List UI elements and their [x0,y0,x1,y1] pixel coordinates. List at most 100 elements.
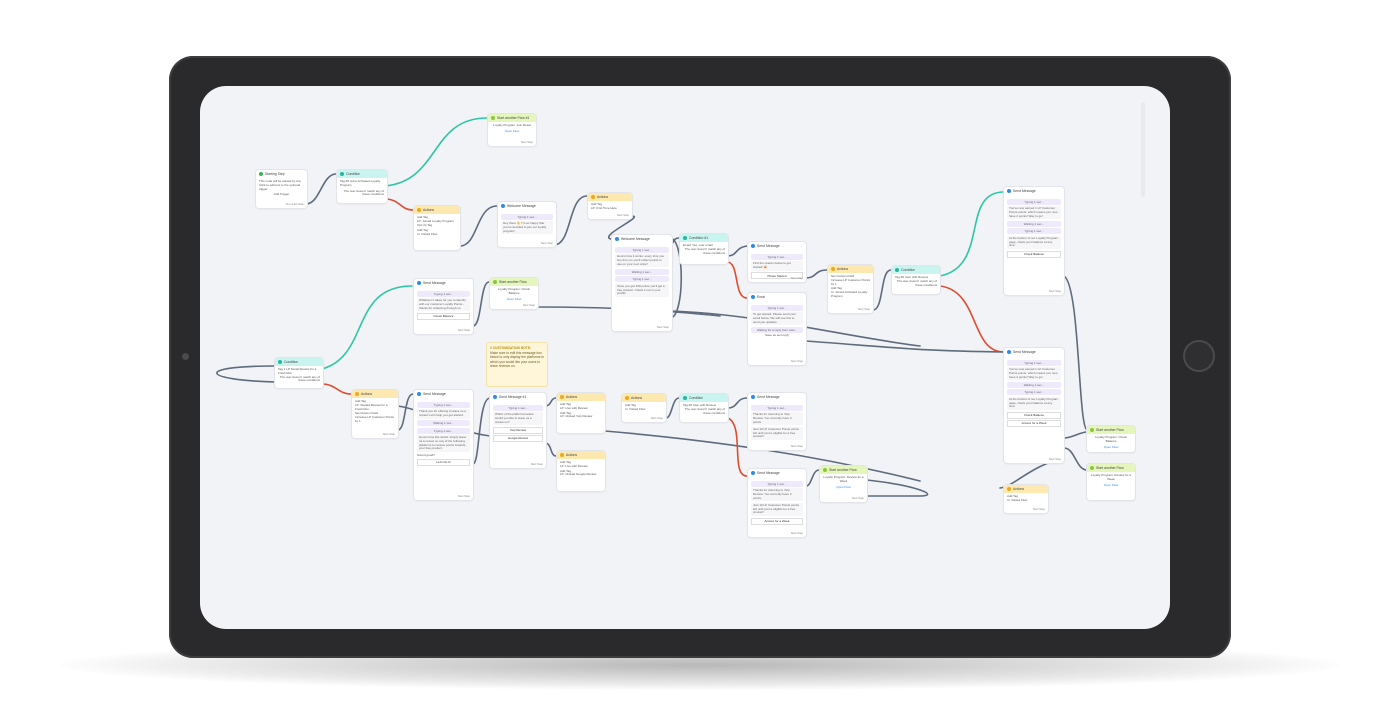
message-text: Here's how it works: every time you buy … [615,254,669,268]
message-text: At the bottom of our Loyalty Program pag… [1007,396,1061,411]
lets-do-it-button[interactable]: Let's Do It! [417,458,470,466]
node-start-flow[interactable]: Start another Flow Loyalty Program: Revi… [1087,464,1135,500]
next-step[interactable]: Next Step [851,496,864,500]
lightning-icon [355,392,359,396]
node-start-flow[interactable]: Start another Flow #1 Loyalty Program: J… [488,114,536,146]
node-condition[interactable]: Condition #1 Email: Yes, user email The … [680,234,728,264]
node-send-message[interactable]: Send Message Typing 1 sec... You've now … [1004,348,1064,463]
node-title: Actions [837,267,849,271]
next-step[interactable]: Next Step [522,303,535,307]
access-week-button[interactable]: Access for a Week [751,517,803,525]
access-week-button[interactable]: Access for a Week [1007,419,1061,427]
next-step[interactable]: Next Step [1048,289,1061,293]
node-send-message[interactable]: Welcome Message Typing 1 sec... Hey ther… [498,202,556,247]
link-msg11-flow5 [1063,447,1088,471]
node-text: Add Tag [625,403,636,407]
next-step[interactable]: Next Step [857,307,870,311]
flow-canvas[interactable]: Starting Step This node will be started … [200,86,1170,629]
link-cond5-msg10 [727,417,748,477]
waiting-indicator: Waiting for a reply from user... [751,326,803,333]
next-step[interactable]: Next Step [457,494,470,498]
node-actions[interactable]: Actions Set Custom Field Increase LP Cus… [828,265,873,313]
node-send-message[interactable]: Send Message Typing 1 sec... Whatever it… [414,279,473,334]
node-actions[interactable]: Actions Add Tag LP: Started Review for a… [352,390,398,438]
node-send-message[interactable]: Send Message Typing 1 sec... You've now … [1004,187,1064,295]
link-cond1-flow1 [384,117,488,187]
next-step[interactable]: Next Step [530,462,543,466]
node-send-message[interactable]: Send Message #1 Typing 1 sec... Which of… [490,393,546,468]
node-text: LP: Started Review for a Fresh Run [355,402,388,411]
message-text: Here's how this works: simply leave us a… [417,435,470,453]
open-flow-link[interactable]: Open Flow [504,128,520,133]
next-step[interactable]: Next Step [1032,507,1045,511]
node-start-flow[interactable]: Start another Flow Loyalty Program: Chec… [490,278,538,309]
node-email-message[interactable]: Email Typing 1 sec... To get started, Pl… [748,293,806,365]
node-send-message[interactable]: Welcome Message Typing 1 sec... Here's h… [612,235,672,331]
node-actions[interactable]: Actions Add Tag LP: Live with Review Add… [557,451,605,491]
node-send-message[interactable]: Send Message Typing 1 sec... Thanks for … [748,393,806,450]
node-text: This node will be started by any [259,179,302,183]
next-step[interactable]: Next Step [616,213,629,217]
message-text: Hey there 👋 I'm so happy that you've dec… [501,221,553,235]
node-start-flow[interactable]: Start another Flow Loyalty Program: Chec… [1087,426,1135,452]
node-text: Loyalty Program: Check Balance [497,287,530,295]
next-step[interactable]: Run Last Step [286,202,304,206]
start-icon [259,172,263,176]
message-icon [501,204,505,208]
condition-icon [340,172,344,176]
node-condition[interactable]: Condition Tag 1 LP Social Review for a F… [275,358,323,388]
next-step[interactable]: Next Step [382,432,395,436]
node-send-message[interactable]: Send Message Typing 1 sec... First the r… [748,242,806,282]
yelp-review-button[interactable]: Yelp Review [493,426,543,434]
google-review-button[interactable]: Google Review [493,434,543,442]
next-step[interactable]: Next Step [650,416,663,420]
open-flow-link[interactable]: Open Flow [506,296,522,301]
canvas-scrollbar[interactable] [1141,102,1145,197]
link-cond5-msg9 [727,397,748,409]
node-start-flow[interactable]: Start another Flow Loyalty Program: Revi… [820,466,867,502]
open-flow-link[interactable]: Open Flow [1103,482,1119,487]
node-text: The user doesn't match any of these cond… [896,278,937,287]
next-step[interactable]: Next Step [790,444,803,448]
node-condition[interactable]: Condition Tag ## Joins Activated Loyalty… [337,170,387,203]
open-flow-link[interactable]: Open Flow [836,484,851,489]
open-flow-link[interactable]: Open Flow [1103,444,1119,449]
node-actions[interactable]: Actions Add Tag LP: Live with Review Add… [557,393,605,433]
link-cond1-act1 [384,198,414,211]
lightning-icon [560,453,564,457]
node-text: Set Custom Field [355,411,379,416]
node-actions[interactable]: Actions Add Tag LP: Joined Loyalty Progr… [414,206,460,250]
next-step[interactable]: Next Step [790,359,803,363]
link-act1-msg1 [459,205,498,247]
link-cond3-msg11 [939,285,1005,353]
add-trigger-link[interactable]: Add Trigger [273,192,290,197]
next-step[interactable]: Next Step [790,276,803,280]
node-send-message[interactable]: Send Message Typing 1 sec... Thank you f… [414,390,473,500]
node-text: Loyalty Program: Join Reset [493,123,531,127]
node-text: The user doesn't match any of these cond… [343,188,384,197]
next-step[interactable]: Next Step [790,531,803,535]
message-button[interactable]: Phase Started [751,272,803,280]
node-condition[interactable]: Condition Tag ## User with Review The us… [680,394,728,422]
next-step[interactable]: Next Step [457,328,470,332]
message-text: Just 10 LP Customer Points points left u… [751,426,803,441]
message-text: Just 10 LP Customer Points points left u… [751,502,803,517]
check-balance-button[interactable]: Check Balance [1007,411,1061,419]
next-step[interactable]: Next Step [520,140,533,144]
next-step[interactable]: Next Step [540,241,553,245]
message-text: Thanks for returning to Yelp Review. You… [751,412,803,426]
home-button[interactable] [1183,340,1215,372]
node-text: LP: First Time Here [591,205,617,210]
next-step[interactable]: Next Step [1048,457,1061,461]
message-text: Once you get 100 points you'll get a fre… [615,283,669,298]
node-condition[interactable]: Condition Tag ## User with Review The us… [892,266,940,294]
node-starting-step[interactable]: Starting Step This node will be started … [256,170,307,208]
check-balance-button[interactable]: Check Balance [1007,250,1061,258]
node-send-message[interactable]: Send Message Typing 1 sec... Thanks for … [748,469,806,537]
condition-icon [683,236,687,240]
check-balance-button[interactable]: Check Balance [417,312,470,320]
next-step[interactable]: Next Step [656,325,669,329]
